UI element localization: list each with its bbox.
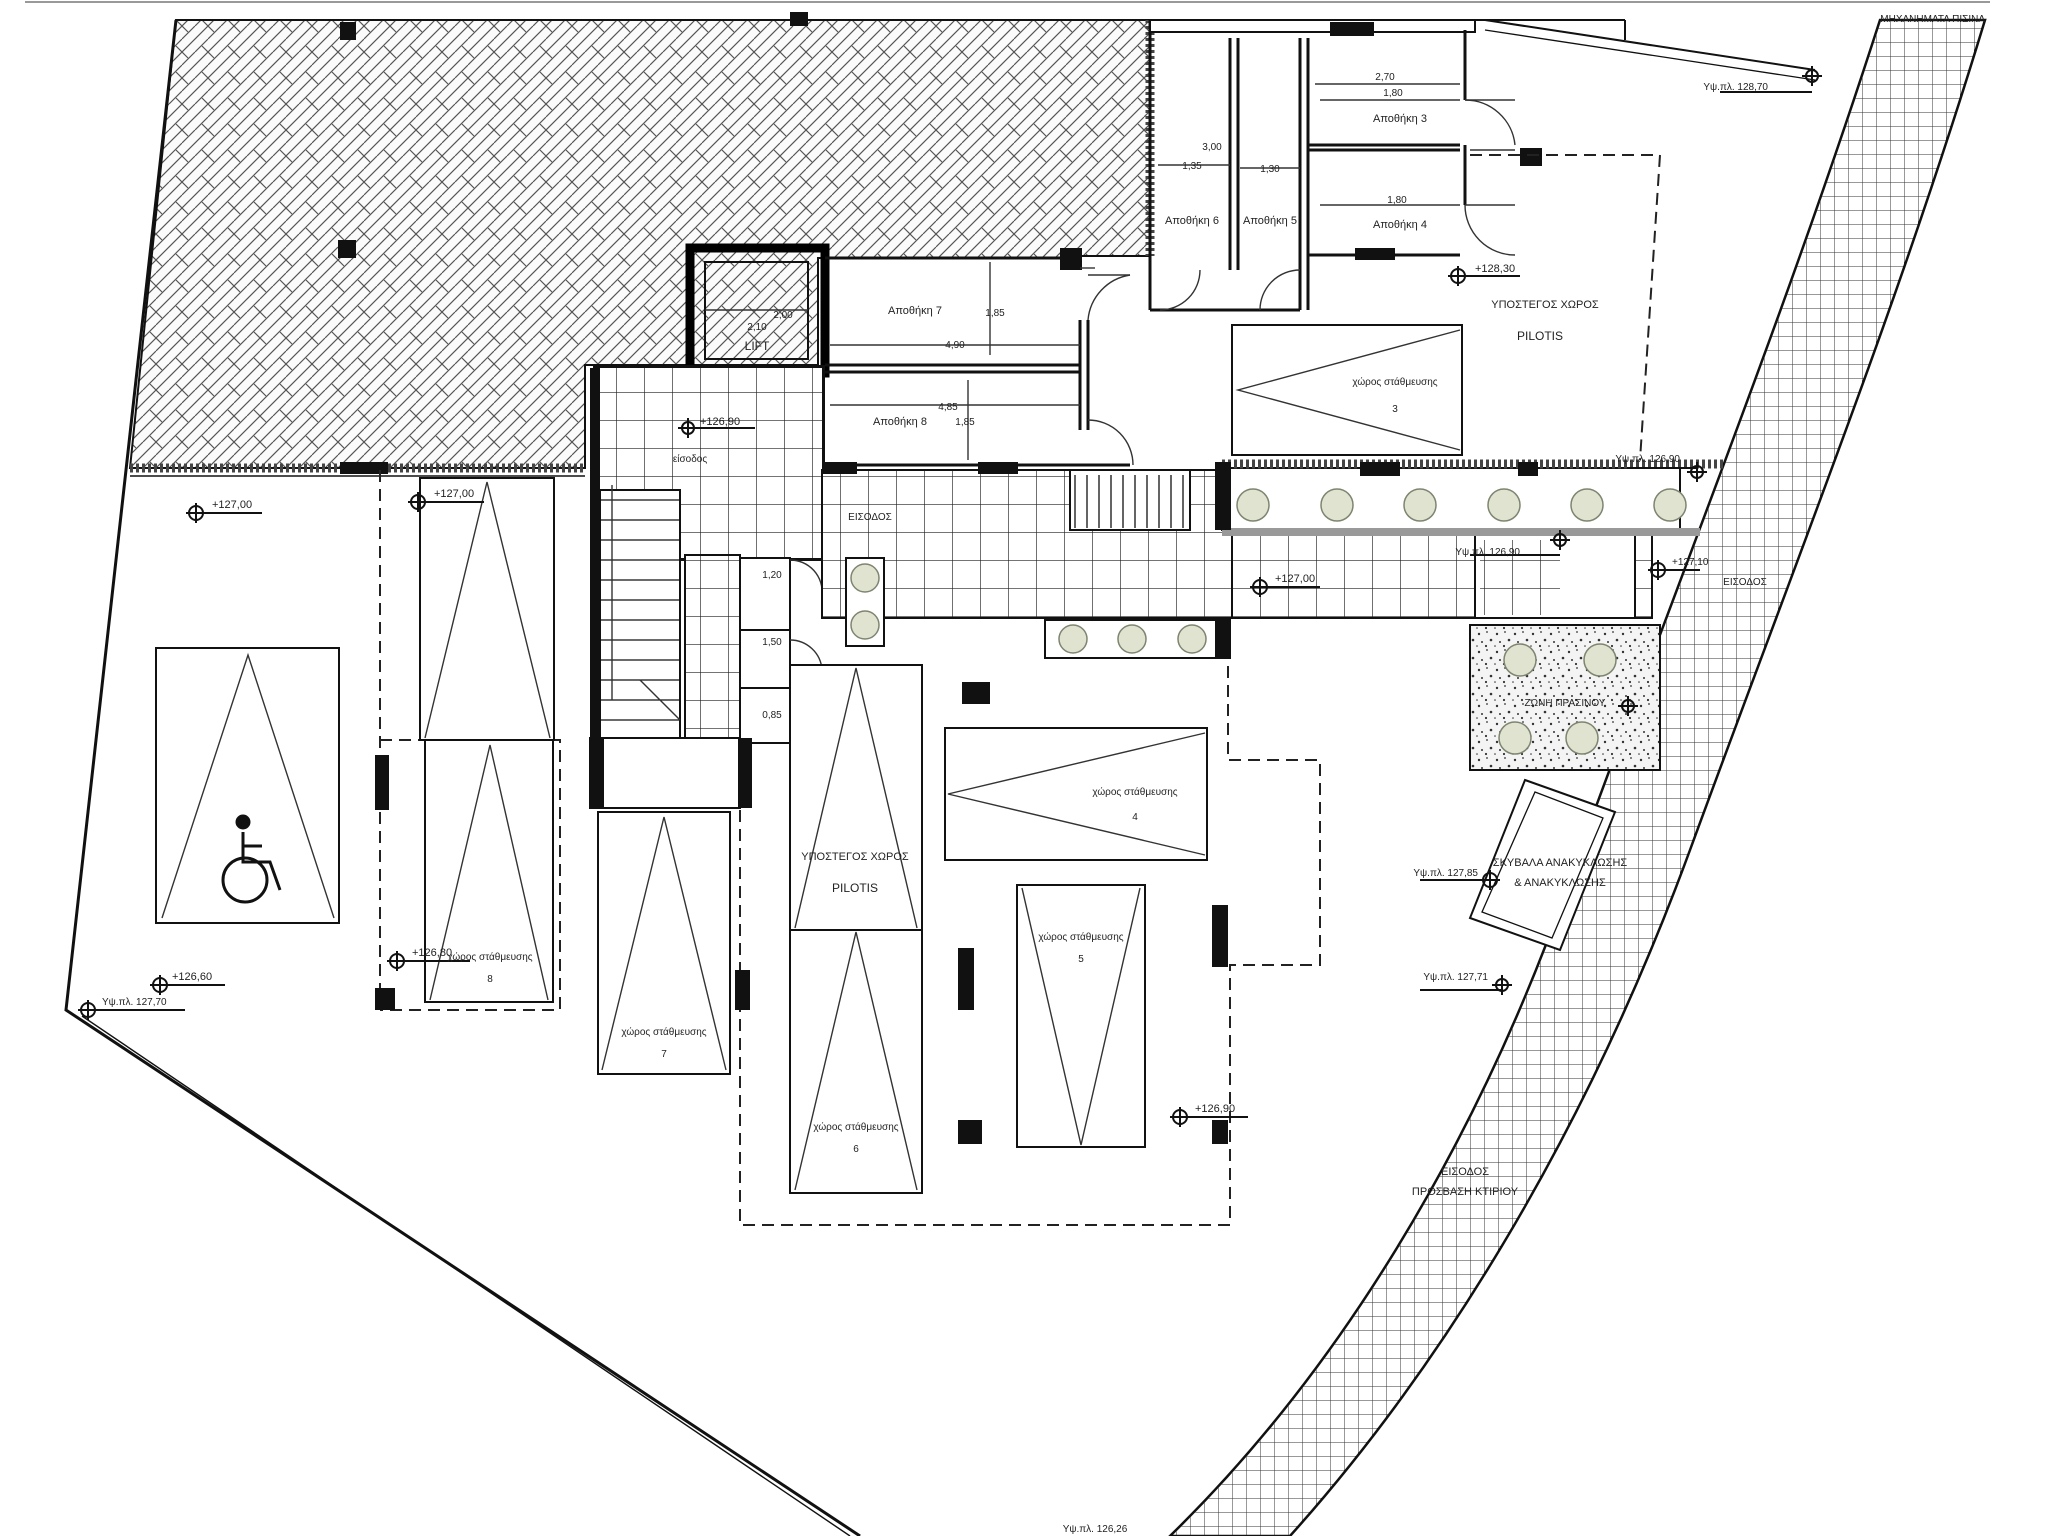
pilotis-columns — [375, 682, 1228, 1144]
lobby-label: είσοδος — [673, 453, 708, 465]
level-label: Υψ.πλ. 127,71 — [1423, 972, 1488, 983]
parking-labels: χώρος στάθμευσης 3 χώρος στάθμευσης 4 χώ… — [447, 376, 1437, 1155]
bins-label-2: & ΑΝΑΚΥΚΛΩΣΗΣ — [1514, 877, 1606, 889]
pilotis-label-center: PILOTIS — [832, 881, 878, 895]
covered-area-outline — [379, 470, 1321, 1226]
dim-label: 4,90 — [945, 340, 965, 351]
dim-label: 1,80 — [1387, 195, 1407, 206]
parking-label-4: χώρος στάθμευσης — [1092, 786, 1177, 798]
level-label: Υψ.πλ. 126,90 — [1455, 547, 1520, 558]
level-labels: Υψ.πλ. 128,70 +128,30 +126,90 +127,00 +1… — [102, 82, 1768, 1535]
bins-label-1: ΣΚΥΒΑΛΑ ΑΝΑΚΥΚΛΩΣΗΣ — [1493, 857, 1628, 869]
level-label: Υψ.πλ. 128,70 — [1703, 82, 1768, 93]
parking-label-3: χώρος στάθμευσης — [1352, 376, 1437, 388]
parking-number-5: 5 — [1078, 954, 1084, 965]
storage-3-label: Αποθήκη 3 — [1373, 113, 1427, 125]
planter-note: ΖΩΝΗ ΠΡΑΣΙΝΟΥ — [1525, 698, 1606, 709]
parking-space-5 — [1016, 884, 1146, 1148]
dim-label: 2,10 — [747, 322, 767, 333]
dim-label: 1,85 — [955, 417, 975, 428]
dim-label: 1,80 — [1383, 88, 1403, 99]
parking-label-7: χώρος στάθμευσης — [621, 1026, 706, 1038]
stair-lobby — [589, 365, 878, 809]
parking-number-8: 8 — [487, 974, 493, 985]
perimeter-ramp — [1168, 18, 1987, 1536]
parking-space-7 — [597, 811, 731, 1075]
dim-label: 1,20 — [762, 570, 782, 581]
parking-number-3: 3 — [1392, 404, 1398, 415]
dim-label: 2,70 — [1375, 72, 1395, 83]
level-markers — [78, 66, 1822, 1127]
level-label: +128,30 — [1475, 263, 1515, 275]
level-label: +127,10 — [1672, 557, 1709, 568]
parking-label-5: χώρος στάθμευσης — [1038, 931, 1123, 943]
level-label: +126,90 — [700, 416, 740, 428]
planter-strip — [845, 459, 1725, 771]
dim-label: 2,00 — [773, 310, 793, 321]
roofed-space-label-center: ΥΠΟΣΤΕΓΟΣ ΧΩΡΟΣ — [801, 851, 909, 863]
parking-number-6: 6 — [853, 1144, 859, 1155]
ramp-label-2: ΠΡΟΣΒΑΣΗ ΚΤΙΡΙΟΥ — [1412, 1186, 1519, 1198]
parking-number-7: 7 — [661, 1049, 667, 1060]
dim-label: 0,85 — [762, 710, 782, 721]
level-label: Υψ.πλ. 126,26 — [1063, 1524, 1128, 1535]
storage-6-label: Αποθήκη 6 — [1165, 215, 1219, 227]
level-label: Υψ.πλ. 127,85 — [1413, 868, 1478, 879]
wheelchair-icon — [221, 814, 282, 904]
bins-enclosure — [1468, 778, 1617, 952]
dim-label: 1,35 — [1182, 161, 1202, 172]
storage-8-label: Αποθήκη 8 — [873, 416, 927, 428]
level-label: +127,00 — [212, 499, 252, 511]
parking-number-4: 4 — [1132, 812, 1138, 823]
level-label: +126,60 — [172, 971, 212, 983]
dim-label: 1,50 — [762, 637, 782, 648]
storage-7-label: Αποθήκη 7 — [888, 305, 942, 317]
pilotis-label-top: PILOTIS — [1517, 329, 1563, 343]
level-label: +127,00 — [1275, 573, 1315, 585]
dimension-labels: 2,70 1,80 1,80 3,00 1,35 1,30 2,10 2,00 … — [747, 72, 1407, 721]
corridor-label: ΕΙΣΟΔΟΣ — [848, 512, 892, 523]
storage-7-8 — [818, 248, 1134, 467]
parking-space-left-top — [419, 477, 555, 741]
roofed-space-label-top: ΥΠΟΣΤΕΓΟΣ ΧΩΡΟΣ — [1491, 299, 1599, 311]
entry-small-label: ΕΙΣΟΔΟΣ — [1723, 577, 1767, 588]
level-label: Υψ.πλ. 127,70 — [102, 997, 167, 1008]
storage-block — [1148, 19, 1662, 461]
level-label: +126,80 — [412, 947, 452, 959]
dim-label: 3,00 — [1202, 142, 1222, 153]
lift-label: LIFT — [745, 339, 770, 353]
parking-space-8 — [424, 739, 554, 1003]
dim-label: 1,30 — [1260, 164, 1280, 175]
level-label: Υψ.πλ. 126,90 — [1615, 454, 1680, 465]
corridor-tiles — [821, 462, 1653, 619]
dim-label: 1,85 — [985, 308, 1005, 319]
level-label: +127,00 — [434, 488, 474, 500]
storage-5-label: Αποθήκη 5 — [1243, 215, 1297, 227]
parking-space-4 — [944, 727, 1208, 861]
header-title: ΜΗΧΑΝΗΜΑΤΑ ΠΙΣΙΝΑ — [1880, 14, 1985, 25]
ramp-label-1: ΕΙΣΟΔΟΣ — [1441, 1166, 1489, 1178]
parking-label-8: χώρος στάθμευσης — [447, 951, 532, 963]
parking-space-pilotis-top — [789, 664, 923, 931]
level-label: +126,90 — [1195, 1103, 1235, 1115]
parking-label-6: χώρος στάθμευσης — [813, 1121, 898, 1133]
storage-4-label: Αποθήκη 4 — [1373, 219, 1427, 231]
dim-label: 4,85 — [938, 402, 958, 413]
room-labels: ΜΗΧΑΝΗΜΑΤΑ ΠΙΣΙΝΑ Αποθήκη 3 Αποθήκη 4 Απ… — [673, 14, 1986, 1198]
parking-space-3 — [1231, 324, 1463, 456]
accessible-parking-space — [155, 647, 340, 924]
